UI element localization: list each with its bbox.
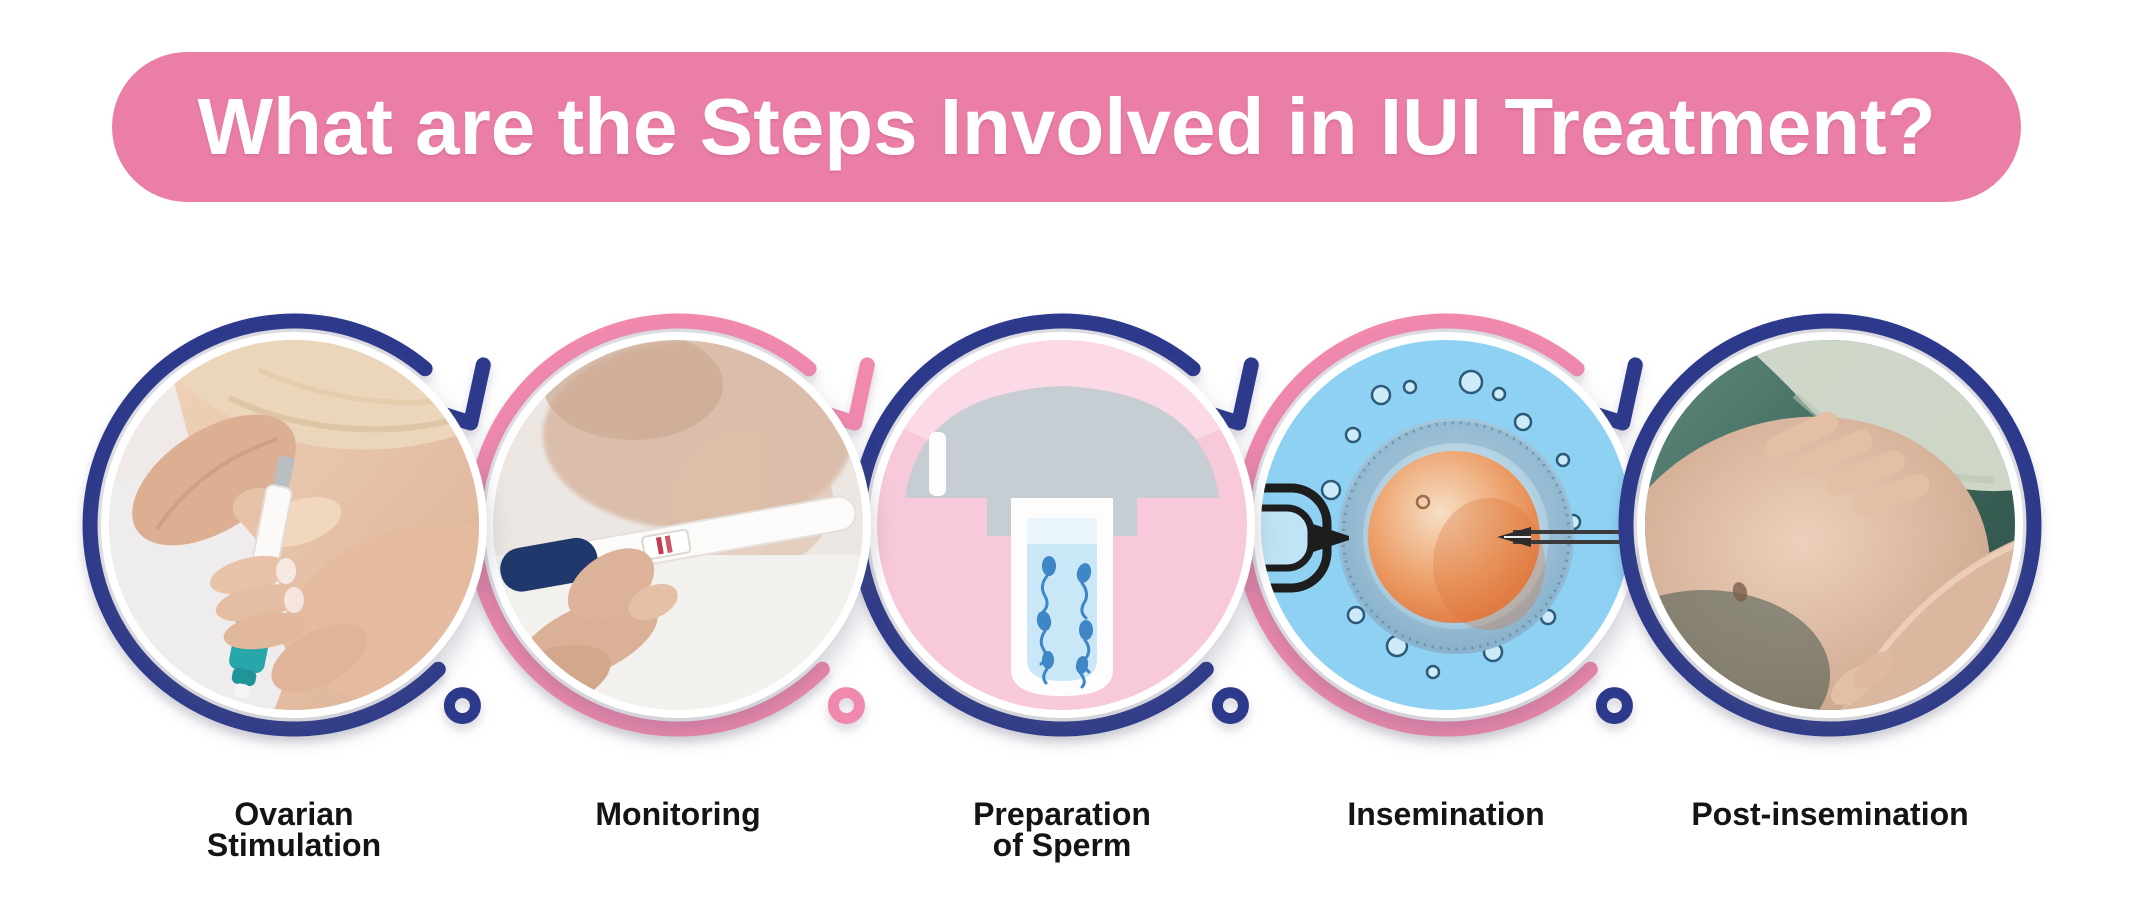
- pregnant-belly-photo: [1645, 340, 2015, 710]
- pregnancy-test-photo: [493, 340, 863, 710]
- step-monitoring: [458, 305, 898, 745]
- arrow-tail-ring-icon: [1217, 693, 1243, 719]
- arrow-tail-ring-icon: [449, 693, 475, 719]
- step-photo-disc: [1253, 332, 1639, 718]
- egg-insemination-micrograph: [1261, 340, 1631, 710]
- infographic-title: What are the Steps Involved in IUI Treat…: [197, 82, 1936, 171]
- navel-icon: [1732, 582, 1748, 602]
- centrifuge-cap-icon: [905, 386, 1219, 498]
- step-photo-disc: [485, 332, 871, 718]
- step-label-post-insemination: Post-insemination: [1691, 796, 1969, 832]
- injection-needle-icon: [1497, 527, 1631, 547]
- step-photo-disc: [869, 332, 1255, 718]
- hand-on-belly-icon: [1765, 411, 1930, 516]
- sperm-sample-tube-illustration: [877, 340, 1247, 710]
- step-ovarian-stimulation: [74, 305, 514, 745]
- hormone-injection-photo: [109, 340, 479, 710]
- step-photo-disc: [1637, 332, 2023, 718]
- holding-pipette-icon: [1261, 483, 1349, 593]
- step-label-insemination: Insemination: [1347, 796, 1545, 832]
- step-sperm-preparation: [842, 305, 1282, 745]
- arrow-tail-ring-icon: [833, 693, 859, 719]
- step-insemination: [1226, 305, 1666, 745]
- title-banner: What are the Steps Involved in IUI Treat…: [112, 52, 2021, 202]
- step-label-monitoring: Monitoring: [595, 796, 761, 832]
- step-photo-disc: [101, 332, 487, 718]
- step-post-insemination: [1610, 305, 2050, 745]
- sperm-cells-icon: [1036, 556, 1093, 689]
